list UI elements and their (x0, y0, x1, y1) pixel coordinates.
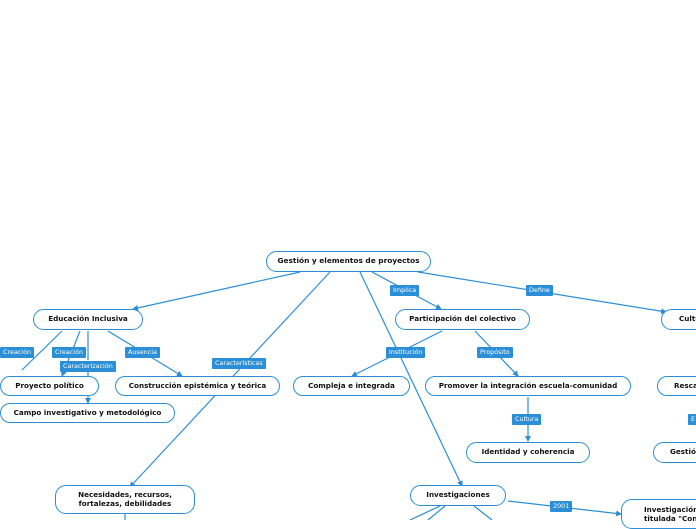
label-implica: Implica (390, 285, 420, 296)
label-caracterizacion: Caracterización (60, 361, 116, 372)
link-root-investigaciones (359, 271, 463, 487)
node-gestion[interactable]: Gestió (653, 442, 696, 463)
link-investigaciones-down-1 (409, 505, 441, 520)
node-identidad-coherencia[interactable]: Identidad y coherencia (466, 442, 590, 463)
node-participacion-colectivo[interactable]: Participación del colectivo (395, 309, 530, 330)
label-define: Define (526, 285, 553, 296)
node-construccion-epistemica[interactable]: Construcción epistémica y teórica (115, 376, 280, 396)
node-cultura[interactable]: Cultu (661, 309, 696, 330)
root-node-gestion-proyectos[interactable]: Gestión y elementos de proyectos (266, 251, 431, 272)
node-investigaciones[interactable]: Investigaciones (410, 485, 506, 506)
link-investigaciones-down-3 (473, 505, 493, 520)
label-2001: 2001 (550, 501, 573, 512)
label-ausencia: Ausencia (125, 347, 160, 358)
node-compleja-integrada[interactable]: Compleja e integrada (293, 376, 410, 396)
node-proyecto-politico[interactable]: Proyecto político (0, 376, 99, 396)
node-educacion-inclusiva[interactable]: Educación Inclusiva (33, 309, 143, 330)
label-caracteristicas: Características (212, 358, 266, 369)
link-educacion-creacion (21, 330, 63, 371)
link-investigaciones-down-2 (427, 505, 446, 520)
node-necesidades-recursos[interactable]: Necesidades, recursos, fortalezas, debil… (55, 485, 195, 514)
node-rescate[interactable]: Resca (657, 376, 696, 396)
label-e-partial: E (688, 414, 696, 425)
node-promover-integracion[interactable]: Promover la integración escuela-comunida… (425, 376, 631, 396)
node-campo-investigativo[interactable]: Campo investigativo y metodológico (0, 403, 175, 423)
label-creacion: Creación (52, 347, 87, 358)
link-root-educacion (132, 271, 301, 311)
label-creacion-left: Creación (0, 347, 35, 358)
label-institucion: Institución (386, 347, 426, 358)
label-cultura: Cultura (512, 414, 542, 425)
label-proposito: Propósito (477, 347, 513, 358)
node-investigacion-titulada[interactable]: Investigación titulada "Con (621, 499, 696, 529)
